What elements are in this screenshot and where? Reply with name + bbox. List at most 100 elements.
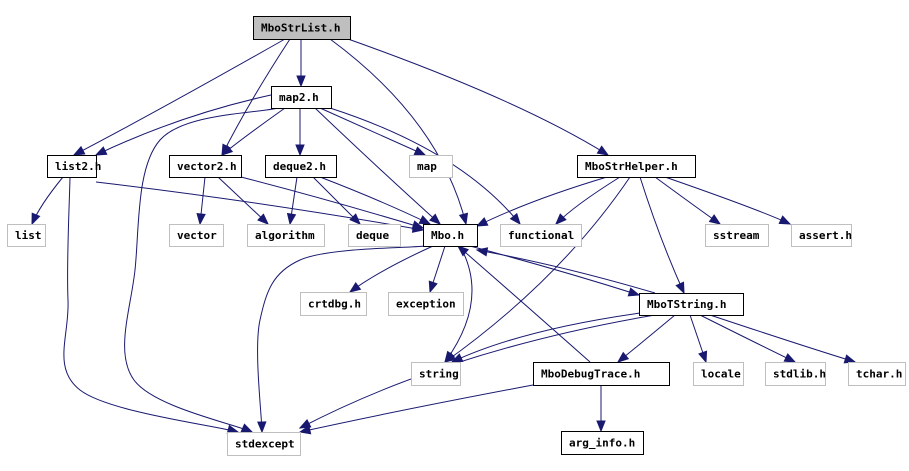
edge-MboDebugTrace-to-stdexcept bbox=[298, 384, 534, 435]
node-label: vector2.h bbox=[177, 160, 237, 173]
node-box bbox=[7, 224, 46, 247]
edge-MboStrHelper-to-Mbo bbox=[475, 176, 608, 227]
node-map2[interactable]: map2.h bbox=[271, 86, 332, 109]
node-label: map bbox=[417, 160, 437, 173]
edge-line bbox=[124, 107, 279, 433]
edge-MboStrHelper-to-assert bbox=[664, 176, 792, 225]
node-string: string bbox=[411, 362, 461, 386]
node-stdlib: stdlib.h bbox=[765, 362, 826, 386]
node-map: map bbox=[409, 155, 453, 178]
node-sstream: sstream bbox=[705, 224, 769, 247]
node-deque: deque bbox=[348, 224, 401, 247]
edge-line bbox=[709, 314, 856, 363]
node-crtdbg: crtdbg.h bbox=[300, 292, 367, 316]
arrowhead-icon bbox=[783, 353, 797, 363]
edge-line bbox=[639, 176, 685, 294]
edge-MboStrList-to-list2 bbox=[72, 38, 286, 156]
edge-line bbox=[451, 312, 641, 363]
edge-MboStrHelper-to-string bbox=[443, 176, 631, 363]
node-label: arg_info.h bbox=[569, 437, 635, 450]
arrowhead-icon bbox=[627, 287, 641, 297]
node-label: algorithm bbox=[255, 229, 315, 242]
node-box bbox=[227, 432, 301, 456]
edge-line bbox=[240, 176, 424, 229]
node-Mbo[interactable]: Mbo.h bbox=[423, 224, 478, 247]
node-box bbox=[848, 362, 906, 386]
node-box bbox=[577, 155, 696, 178]
arrowhead-icon bbox=[596, 145, 610, 156]
node-label: list2.h bbox=[55, 160, 101, 173]
edge-line bbox=[664, 176, 791, 225]
edge-line bbox=[476, 249, 656, 294]
edge-MboTString-to-stdlib bbox=[699, 314, 797, 363]
edge-line bbox=[476, 176, 608, 227]
edge-line bbox=[221, 107, 286, 156]
node-vector: vector bbox=[169, 224, 224, 247]
arrowhead-icon bbox=[778, 215, 792, 225]
arrowhead-icon bbox=[843, 354, 857, 364]
edge-map2-to-stdexcept bbox=[124, 107, 279, 433]
arrowhead-icon bbox=[675, 281, 685, 295]
arrowhead-icon bbox=[72, 145, 86, 156]
edge-line bbox=[329, 38, 467, 225]
node-box bbox=[253, 16, 351, 40]
node-label: crtdbg.h bbox=[308, 298, 361, 311]
node-box bbox=[423, 224, 478, 247]
arrowhead-icon bbox=[475, 217, 489, 227]
node-MboDebugTrace[interactable]: MboDebugTrace.h bbox=[533, 362, 670, 386]
arrowhead-icon bbox=[94, 146, 108, 156]
arrowhead-icon bbox=[616, 351, 630, 363]
arrowhead-icon bbox=[257, 421, 267, 434]
node-label: MboStrList.h bbox=[261, 22, 340, 35]
node-label: locale bbox=[701, 368, 741, 381]
arrowhead-icon bbox=[257, 213, 269, 225]
edge-Mbo-to-MboTString bbox=[469, 245, 641, 297]
arrowhead-icon bbox=[444, 350, 456, 364]
arrowhead-icon bbox=[220, 144, 234, 156]
edge-line bbox=[95, 94, 272, 156]
edge-line bbox=[217, 176, 269, 225]
edge-Mbo-to-stdexcept bbox=[257, 245, 426, 434]
edge-deque2-to-Mbo bbox=[319, 176, 432, 225]
edge-deque2-to-algorithm bbox=[286, 176, 298, 226]
node-vector2[interactable]: vector2.h bbox=[169, 155, 242, 178]
arrowhead-icon bbox=[555, 213, 567, 225]
arrowhead-icon bbox=[348, 281, 362, 293]
node-deque2[interactable]: deque2.h bbox=[265, 155, 337, 178]
node-box bbox=[765, 362, 826, 386]
node-label: exception bbox=[396, 298, 456, 311]
edge-line bbox=[95, 181, 424, 231]
arrowhead-icon bbox=[475, 247, 489, 257]
node-stdexcept: stdexcept bbox=[227, 432, 301, 456]
edge-list2-to-stdexcept bbox=[63, 176, 240, 434]
arrowhead-icon bbox=[596, 420, 606, 433]
node-MboStrHelper[interactable]: MboStrHelper.h bbox=[577, 155, 696, 178]
arrowhead-icon bbox=[298, 425, 312, 435]
node-box bbox=[500, 224, 582, 247]
node-MboStrList[interactable]: MboStrList.h bbox=[253, 16, 351, 40]
edge-MboStrList-to-Mbo bbox=[329, 38, 469, 226]
edge-MboDebugTrace-to-Mbo bbox=[456, 245, 591, 363]
nodes-layer: MboStrList.h map2.h list2.h vector2.h deque2… bbox=[7, 16, 906, 456]
node-label: deque2.h bbox=[273, 160, 326, 173]
arrowhead-icon bbox=[456, 245, 470, 257]
node-arg_info[interactable]: arg_info.h bbox=[561, 431, 644, 455]
edge-MboDebugTrace-to-arg_info bbox=[596, 385, 606, 433]
arrowhead-icon bbox=[295, 144, 305, 157]
node-box bbox=[47, 155, 97, 178]
arrowhead-icon bbox=[450, 353, 464, 363]
node-exception: exception bbox=[388, 292, 464, 316]
edge-line bbox=[444, 176, 631, 363]
node-list2[interactable]: list2.h bbox=[47, 155, 102, 178]
edge-MboStrList-to-MboStrHelper bbox=[347, 38, 610, 156]
node-label: tchar.h bbox=[856, 368, 902, 381]
node-box bbox=[561, 431, 644, 455]
edge-line bbox=[654, 176, 721, 225]
node-MboTString[interactable]: MboTString.h bbox=[639, 293, 744, 316]
node-box bbox=[247, 224, 325, 247]
edge-vector2-to-vector bbox=[196, 176, 206, 226]
node-box bbox=[300, 292, 367, 316]
edge-vector2-to-algorithm bbox=[217, 176, 269, 225]
edge-line bbox=[319, 107, 426, 156]
edge-vector2-to-Mbo bbox=[240, 176, 425, 230]
